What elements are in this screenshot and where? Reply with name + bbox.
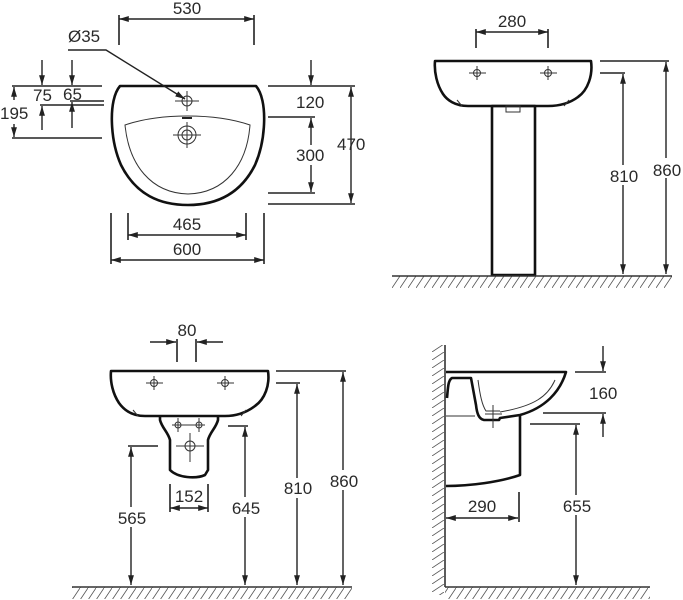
basin-outline-side bbox=[445, 370, 568, 422]
waste-outlet-side bbox=[485, 405, 502, 428]
dim-300: 300 bbox=[296, 146, 324, 165]
dim-860-semi: 860 bbox=[330, 472, 358, 491]
dim-465: 465 bbox=[173, 215, 201, 234]
tap-hole-left bbox=[146, 376, 163, 390]
top-view: 530 Ø35 75 65 195 120 300 470 bbox=[0, 0, 365, 264]
dim-195: 195 bbox=[0, 104, 28, 123]
dim-80: 80 bbox=[178, 321, 197, 340]
basin-outline-front bbox=[433, 59, 593, 108]
semi-pedestal-side bbox=[445, 416, 522, 488]
tap-hole-left bbox=[469, 66, 486, 80]
waste-outlet bbox=[176, 433, 204, 462]
inner-bowl bbox=[124, 115, 251, 195]
dim-470: 470 bbox=[337, 135, 365, 154]
dim-810-semi: 810 bbox=[284, 479, 312, 498]
semi-pedestal-shroud bbox=[158, 417, 220, 479]
pedestal-column bbox=[490, 104, 537, 277]
dim-655: 655 bbox=[563, 497, 591, 516]
dim-120: 120 bbox=[296, 93, 324, 112]
dim-645: 645 bbox=[232, 499, 260, 518]
drain bbox=[173, 122, 201, 148]
dim-65: 65 bbox=[63, 85, 82, 104]
floor-hatch bbox=[72, 587, 352, 599]
basin-outline-semi bbox=[109, 369, 270, 418]
dim-75: 75 bbox=[33, 86, 52, 105]
basin-outline-top bbox=[110, 84, 266, 207]
dim-290: 290 bbox=[468, 497, 496, 516]
wall-hatch bbox=[432, 345, 444, 595]
dim-860: 860 bbox=[653, 161, 681, 180]
tap-hole bbox=[175, 91, 199, 111]
floor-hatch bbox=[445, 587, 650, 599]
dim-600: 600 bbox=[173, 240, 201, 259]
dim-152: 152 bbox=[175, 487, 203, 506]
tap-hole-right bbox=[540, 66, 557, 80]
semi-pedestal-side-view: 160 290 655 bbox=[432, 345, 650, 599]
fixing-holes bbox=[172, 418, 205, 432]
tap-hole-right bbox=[217, 376, 234, 390]
dim-tap-hole: Ø35 bbox=[68, 27, 100, 46]
dim-565: 565 bbox=[118, 509, 146, 528]
dim-810: 810 bbox=[610, 167, 638, 186]
dim-160: 160 bbox=[589, 384, 617, 403]
dim-530: 530 bbox=[173, 0, 201, 18]
pedestal-view: 280 810 860 bbox=[392, 12, 683, 288]
dim-280: 280 bbox=[498, 12, 526, 31]
semi-pedestal-front-view: 80 152 565 645 810 860 bbox=[72, 321, 363, 599]
floor-hatch bbox=[392, 276, 672, 288]
